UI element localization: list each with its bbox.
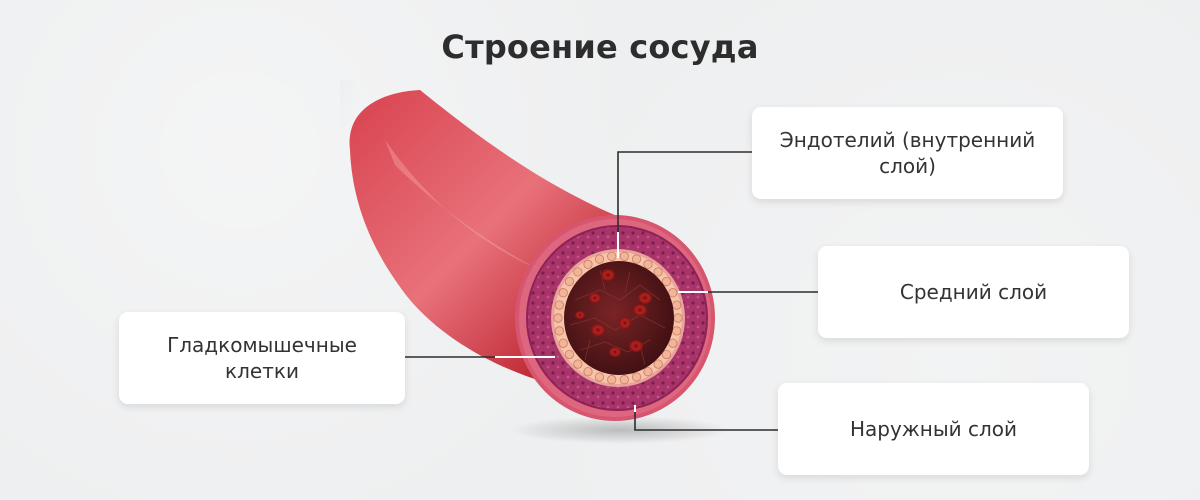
red-blood-cell-icon [601, 269, 615, 281]
endothelium-cell [573, 359, 583, 369]
red-blood-cell-icon [589, 293, 601, 303]
endothelium-cell [594, 254, 605, 264]
red-blood-cell-icon [575, 311, 585, 319]
endothelium-cell [607, 375, 617, 385]
endothelium-cell [619, 251, 629, 261]
endothelium-cell [631, 254, 642, 264]
label-media: Средний слой [818, 246, 1129, 338]
endothelium-cell [653, 267, 663, 277]
vessel-cross-section [515, 215, 715, 421]
endothelium-cell [668, 338, 678, 348]
red-blood-cell-icon [609, 347, 621, 357]
endothelium-cell [564, 349, 575, 360]
page-title: Строение сосуда [441, 28, 759, 66]
red-blood-cells [575, 269, 652, 357]
endothelium-cell [661, 276, 672, 287]
endothelium-cell [672, 326, 682, 336]
endothelium-cell [554, 326, 564, 336]
endothelium-cell [558, 288, 568, 298]
label-adventitia: Наружный слой [778, 383, 1089, 475]
endothelium-cell [554, 300, 564, 310]
endothelium-cell [553, 313, 563, 323]
red-blood-cell-icon [619, 317, 631, 329]
endothelium-cell [661, 349, 672, 360]
red-blood-cell-icon [638, 292, 652, 304]
endothelium-cell [607, 251, 617, 261]
endothelium-cell [573, 267, 583, 277]
label-smooth-muscle-cells: Гладкомышечные клетки [119, 312, 405, 404]
endothelium-cell [668, 288, 678, 298]
endothelium-cell [672, 300, 682, 310]
endothelium-cell [594, 372, 605, 382]
label-endothelium: Эндотелий (внутренний слой) [752, 107, 1063, 199]
endothelium-cell [643, 259, 653, 269]
endothelium-cell [583, 367, 593, 377]
endothelium-cell [653, 359, 663, 369]
endothelium-cell [643, 367, 653, 377]
red-blood-cell-icon [633, 304, 647, 316]
endothelium-cell [558, 338, 568, 348]
endothelium-cell [673, 313, 683, 323]
endothelium-cell [583, 259, 593, 269]
endothelium-cell [619, 375, 629, 385]
endothelium-cells [553, 251, 683, 385]
red-blood-cell-icon [591, 324, 605, 336]
endothelium-cell [631, 372, 642, 382]
leader-lines [405, 151, 818, 431]
endothelium-cell [564, 276, 575, 287]
red-blood-cell-icon [629, 340, 643, 352]
